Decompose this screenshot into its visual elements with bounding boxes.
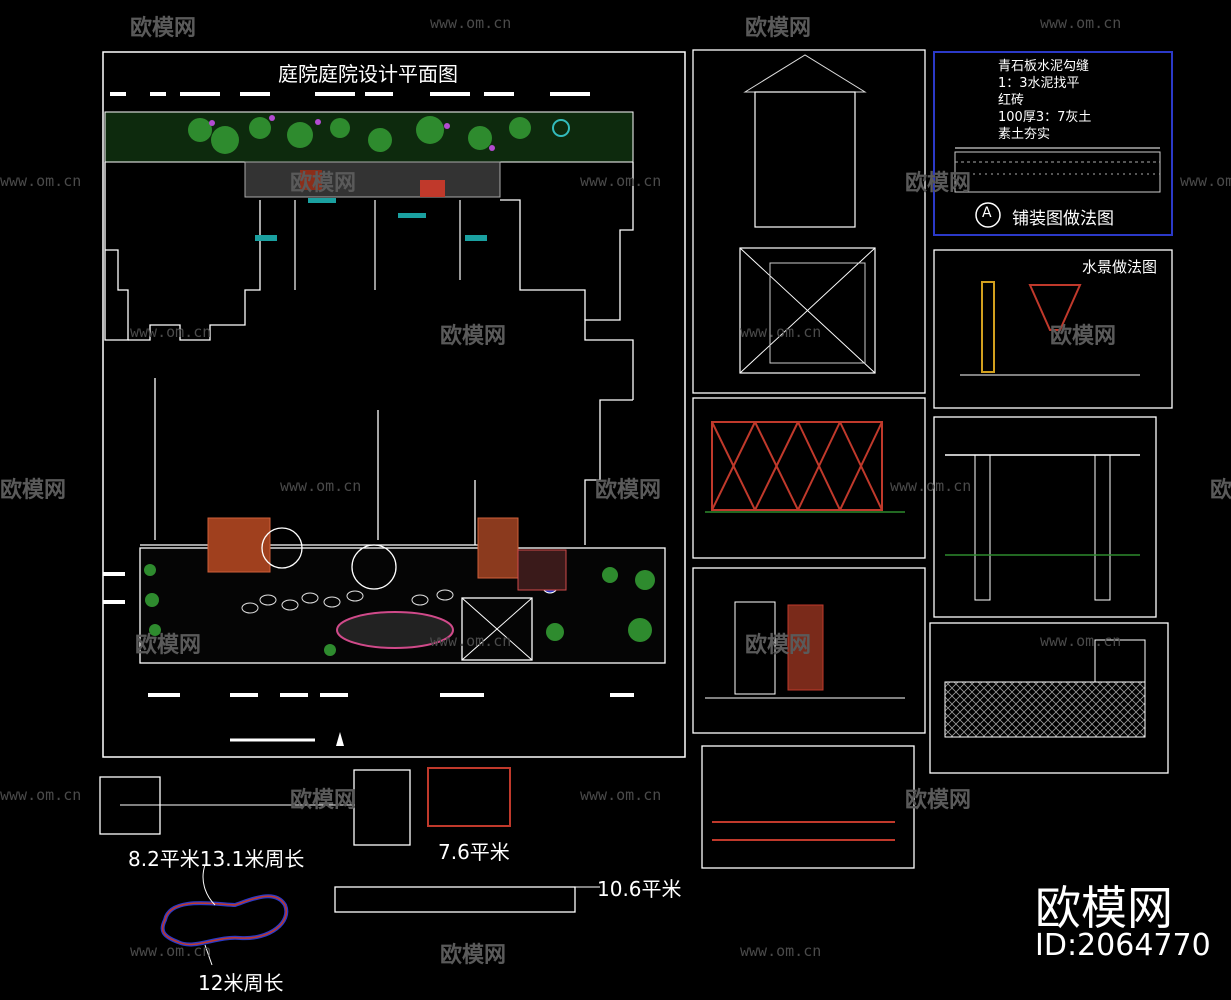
watermark-url: www.om.cn	[280, 477, 362, 495]
watermark: 欧模网	[290, 171, 357, 196]
building-outline	[104, 162, 129, 341]
paving-marker-circle	[975, 202, 1001, 228]
area-c-rect	[334, 886, 576, 913]
watermark: 欧模网	[290, 788, 357, 813]
watermark-url: www.om.cn	[0, 786, 82, 804]
paving-spec-2: 1：3水泥找平	[998, 76, 1080, 91]
watermark-url: www.om.cn	[740, 942, 822, 960]
area-b-square	[353, 769, 411, 846]
tree-circle	[351, 544, 397, 590]
lattice-wall	[944, 681, 1146, 738]
panel-swing	[933, 416, 1157, 618]
rockery	[517, 549, 567, 591]
area-a-label: 8.2平米13.1米周长	[128, 847, 305, 871]
paving-layers	[954, 151, 1161, 193]
building-wall-inner	[128, 200, 261, 341]
deck-left	[207, 517, 271, 573]
area-d-label: 12米周长	[198, 971, 284, 995]
panel-water	[933, 249, 1173, 409]
watermark-url: www.om.cn	[1180, 172, 1231, 190]
area-red-square	[427, 767, 511, 827]
brand-id: ID:2064770	[1035, 928, 1211, 963]
lattice	[711, 421, 883, 511]
stair-teal-2	[465, 235, 487, 241]
watermark: 欧模网	[905, 788, 972, 813]
watermark-url: www.om.cn	[740, 323, 822, 341]
watermark: 欧模网	[440, 943, 507, 968]
stair-teal-4	[398, 213, 426, 218]
watermark-url: www.om.cn	[890, 477, 972, 495]
flower-dots	[209, 115, 495, 151]
deck-piece	[420, 180, 445, 197]
panel-wood-fence	[692, 397, 926, 559]
panel-paving	[933, 51, 1173, 236]
paving-spec-list: 青石板水泥勾缝 1：3水泥找平 红砖 100厚3：7灰土 素土夯实	[998, 58, 1091, 143]
watermark: 欧模网	[595, 478, 662, 503]
watermark: 欧模网	[0, 478, 67, 503]
wall-right-lower	[584, 399, 633, 545]
watermark: 欧模网	[745, 633, 812, 658]
pavilion-roof	[743, 54, 867, 93]
building-wall-inner-2	[500, 199, 586, 320]
deck-right	[477, 517, 519, 579]
watermark-url: www.om.cn	[130, 942, 212, 960]
watermark-url: www.om.cn	[1040, 632, 1122, 650]
north-arrow	[336, 732, 344, 746]
paving-spec-4: 100厚3：7灰土	[998, 110, 1092, 125]
area-c-label: 10.6平米	[597, 877, 682, 901]
watermark: 欧模网	[905, 171, 972, 196]
paving-marker: A	[982, 205, 992, 221]
watermark-url: www.om.cn	[0, 172, 82, 190]
tree-circle-2	[261, 527, 303, 569]
plan-frame	[102, 51, 686, 758]
watermark: 欧模网	[1050, 324, 1117, 349]
pergola-square	[461, 597, 533, 661]
pavilion-plan	[739, 247, 876, 374]
watermark-url: www.om.cn	[130, 323, 212, 341]
garden-shrubs	[144, 564, 655, 656]
watermark-url: www.om.cn	[580, 786, 662, 804]
deck-piece-2	[300, 170, 322, 190]
area-b-label: 7.6平米	[438, 840, 510, 864]
stair-teal	[255, 235, 277, 241]
panel-bamboo	[692, 567, 926, 734]
watermark-url: www.om.cn	[1040, 14, 1122, 32]
lamp-marker	[552, 119, 570, 137]
leader-pond	[202, 864, 216, 906]
pavilion-inner	[769, 262, 866, 364]
pond	[336, 611, 454, 649]
watermark: 欧模网	[1210, 478, 1231, 503]
building-wall-right	[584, 162, 634, 400]
pond-outline	[160, 894, 289, 947]
stair-teal-3	[308, 198, 336, 203]
panel-bamboo-wall	[929, 622, 1169, 774]
watermark: 欧模网	[745, 16, 812, 41]
watermark-url: www.om.cn	[430, 632, 512, 650]
watermark-url: www.om.cn	[580, 172, 662, 190]
paving-spec-1: 青石板水泥勾缝	[998, 59, 1090, 74]
pavilion-body	[754, 91, 856, 228]
water-title: 水景做法图	[1082, 258, 1158, 276]
paving-title: 铺装图做法图	[1012, 209, 1114, 229]
plan-tags	[103, 92, 634, 697]
panel-pavilion	[692, 49, 926, 394]
brand-logo: 欧模网	[1035, 881, 1173, 935]
paving-spec-3: 红砖	[998, 93, 1025, 108]
watermark: 欧模网	[130, 16, 197, 41]
plan-title: 庭院庭院设计平面图	[278, 62, 458, 86]
panel-bench	[701, 745, 915, 869]
watermark: 欧模网	[135, 633, 202, 658]
stepping-stones	[241, 589, 454, 614]
paving-spec-5: 素土夯实	[998, 127, 1051, 142]
shrub-cluster	[188, 116, 531, 154]
stone-paving	[244, 161, 501, 198]
watermark: 欧模网	[440, 324, 507, 349]
watermark-url: www.om.cn	[430, 14, 512, 32]
